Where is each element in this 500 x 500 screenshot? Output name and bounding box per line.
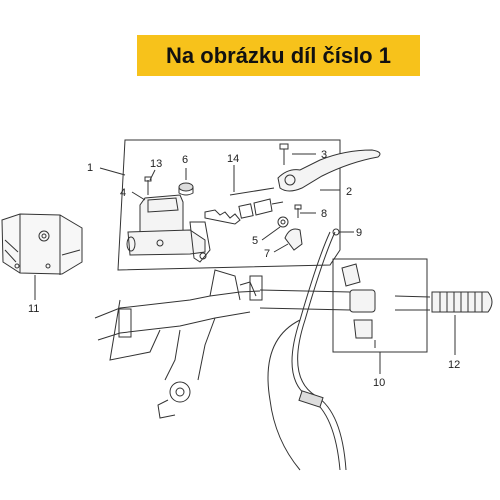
screw-8: [294, 204, 302, 218]
callout-11: 11: [28, 303, 39, 315]
callout-6: 6: [182, 154, 188, 166]
callout-1: 1: [87, 162, 93, 174]
callout-12: 12: [448, 359, 460, 371]
callout-4: 4: [120, 187, 126, 199]
callout-7: 7: [264, 248, 270, 260]
pivot-bolt-3: [279, 143, 289, 165]
piston-kit-14: [204, 187, 284, 225]
callout-8: 8: [321, 208, 327, 220]
callout-13: 13: [150, 158, 162, 170]
callout-2: 2: [346, 186, 352, 198]
nut-5: [277, 216, 289, 228]
callout-5: 5: [252, 235, 258, 247]
brake-lever-2: [277, 149, 381, 192]
callout-9: 9: [356, 227, 362, 239]
master-cylinder: [126, 194, 211, 263]
master-cylinder-group-box: [117, 139, 341, 271]
part-number-banner: Na obrázku díl číslo 1: [137, 35, 420, 76]
reservoir-cap-6: [178, 182, 194, 196]
cable-9: [267, 228, 347, 471]
callout-14: 14: [227, 153, 239, 165]
hand-grip-12: [431, 291, 493, 313]
banner-text: Na obrázku díl číslo 1: [166, 42, 391, 68]
callout-3: 3: [321, 149, 327, 161]
handlebar-frame: [94, 269, 431, 419]
clamp-7: [284, 228, 303, 251]
callout-10: 10: [373, 377, 385, 389]
part-11: [1, 213, 83, 275]
switch-housing-10: [341, 263, 376, 348]
